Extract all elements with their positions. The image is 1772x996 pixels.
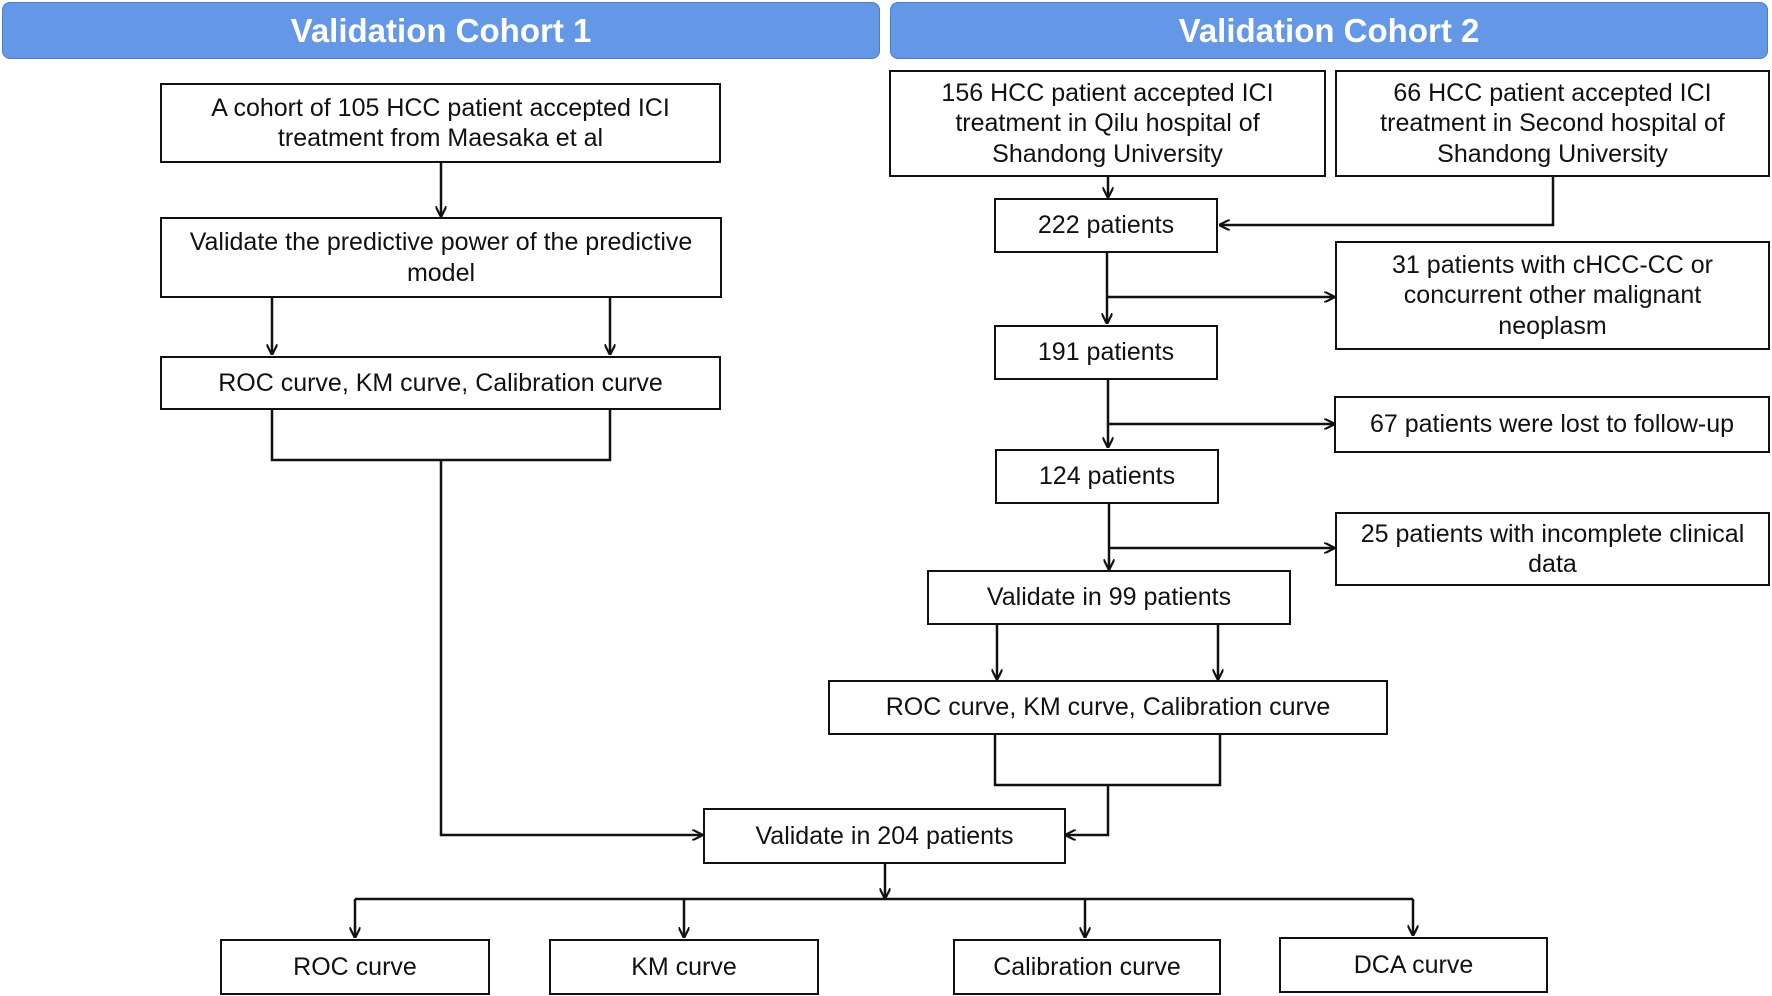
output-roc-curve-box: ROC curve [220, 939, 490, 995]
arrow-c1-to-combined [439, 460, 702, 835]
output-dca-curve-box: DCA curve [1279, 937, 1548, 993]
c2-exclusion-chcc-box: 31 patients with cHCC-CC or concurrent o… [1335, 241, 1770, 350]
c2-after-exclusion-124-box: 124 patients [995, 449, 1219, 504]
c2-total-222-box: 222 patients [994, 198, 1218, 253]
combined-validate-204-box: Validate in 204 patients [703, 808, 1066, 864]
bracket-c2-curves [993, 734, 1222, 787]
c2-second-source-box: 66 HCC patient accepted ICI treatment in… [1335, 70, 1770, 177]
header-validation-cohort-2: Validation Cohort 2 [890, 2, 1768, 59]
header-validation-cohort-1: Validation Cohort 1 [2, 2, 880, 59]
output-calibration-curve-box: Calibration curve [953, 939, 1221, 995]
arrow-c2-to-combined [1066, 785, 1110, 835]
c2-after-exclusion-191-box: 191 patients [994, 325, 1218, 380]
c2-qilu-source-box: 156 HCC patient accepted ICI treatment i… [889, 70, 1326, 177]
output-km-curve-box: KM curve [549, 939, 819, 995]
c1-validate-box: Validate the predictive power of the pre… [160, 217, 722, 298]
c2-validate-99-box: Validate in 99 patients [927, 570, 1291, 625]
c2-exclusion-incomplete-box: 25 patients with incomplete clinical dat… [1335, 512, 1770, 586]
c2-curves-box: ROC curve, KM curve, Calibration curve [828, 680, 1388, 735]
c1-source-box: A cohort of 105 HCC patient accepted ICI… [160, 83, 721, 163]
arrow-second-to-222 [1220, 176, 1555, 225]
c1-curves-box: ROC curve, KM curve, Calibration curve [160, 356, 721, 410]
c2-exclusion-lost-box: 67 patients were lost to follow-up [1334, 396, 1770, 453]
bracket-c1-curves [270, 409, 612, 462]
